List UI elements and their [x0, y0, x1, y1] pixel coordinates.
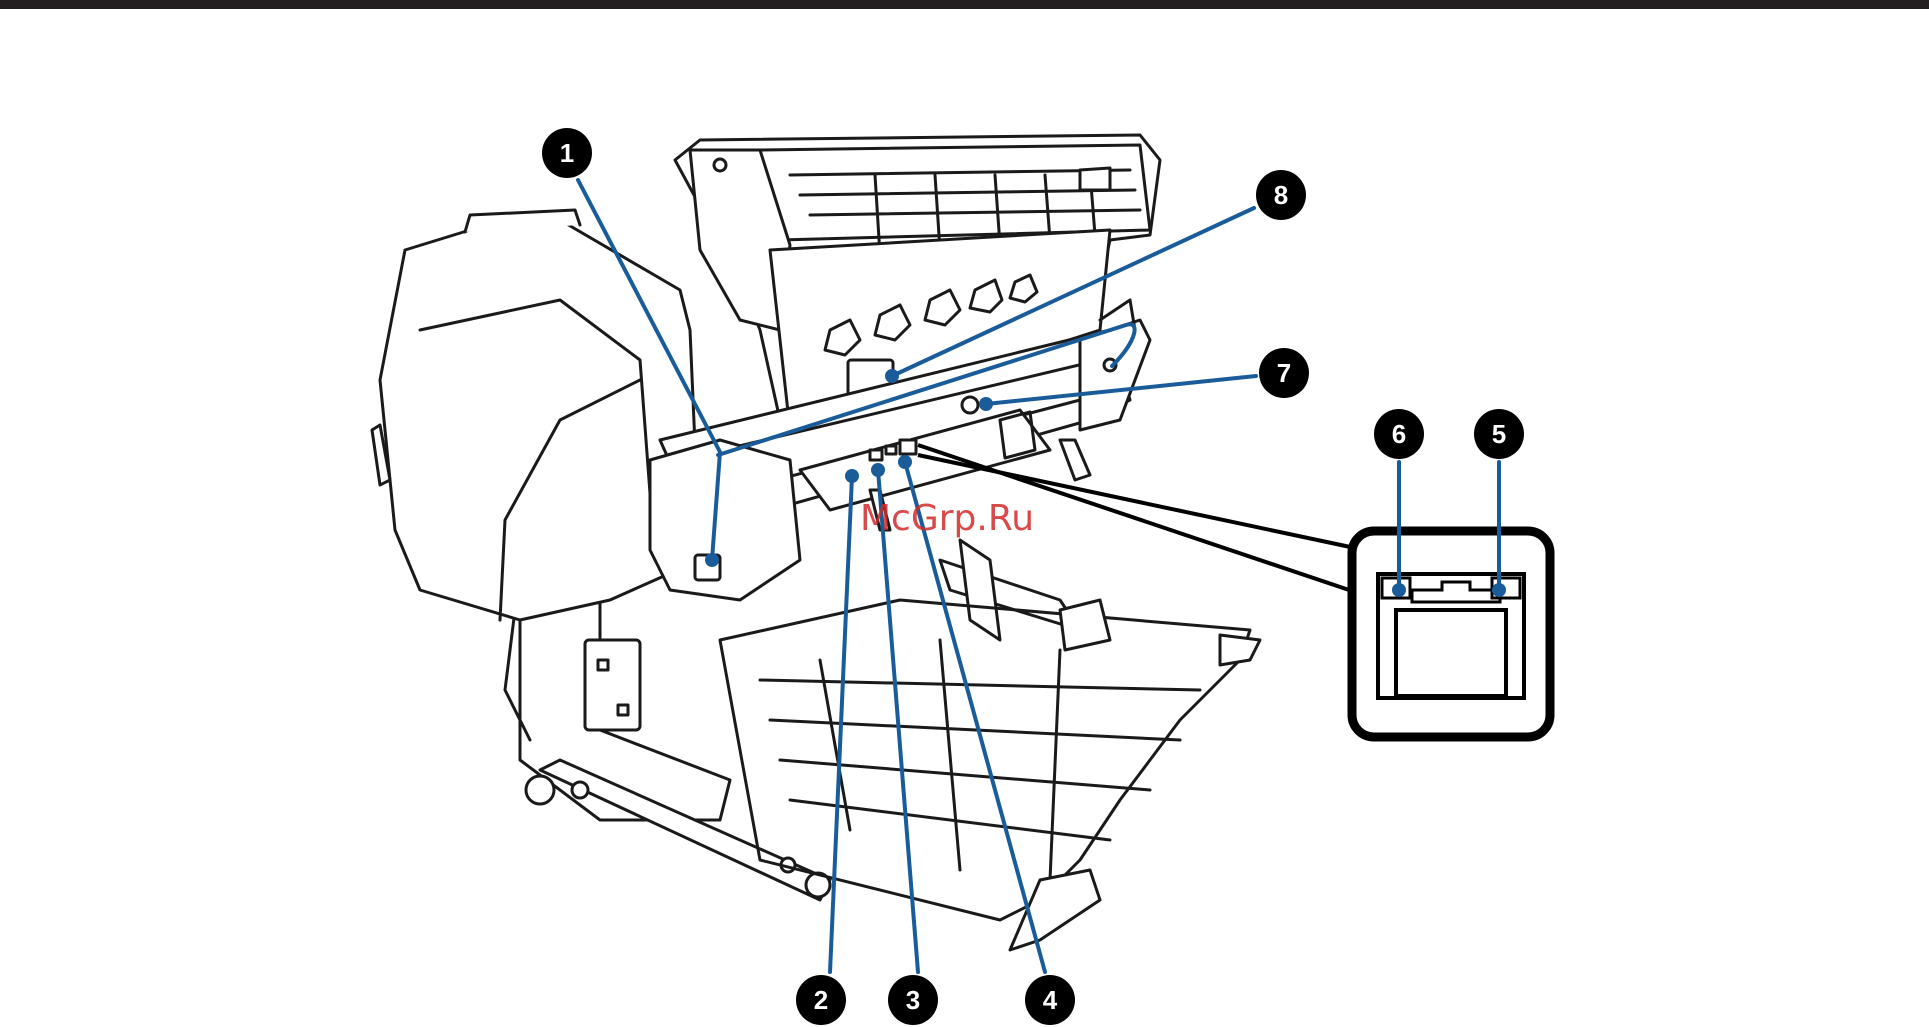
- watermark: McGrp.Ru: [860, 498, 1034, 539]
- callout-badge-7: 7: [1259, 348, 1309, 398]
- leader-line-3: [878, 470, 918, 972]
- callout-number-6: 6: [1392, 419, 1406, 449]
- callout-badge-8: 8: [1256, 170, 1306, 220]
- port-lan: [900, 440, 916, 454]
- leader-endpoint-4: [898, 455, 912, 469]
- callout-badge-6: 6: [1374, 409, 1424, 459]
- leader-endpoint-3: [871, 463, 885, 477]
- network-port-inset: [1352, 531, 1550, 737]
- callout-badge-2: 2: [796, 975, 846, 1025]
- callout-number-5: 5: [1492, 419, 1506, 449]
- callout-number-1: 1: [560, 138, 574, 168]
- leader-endpoint-1: [705, 553, 719, 567]
- left-ink-cover: [650, 440, 800, 600]
- callout-number-4: 4: [1043, 985, 1058, 1015]
- callout-badge-1: 1: [542, 128, 592, 178]
- ac-inlet: [962, 397, 978, 413]
- leader-endpoint-6: [1392, 583, 1406, 597]
- printer-illustration: [372, 135, 1260, 950]
- leader-endpoint-5: [1492, 583, 1506, 597]
- leader-endpoint-2: [845, 469, 859, 483]
- callout-badge-5: 5: [1474, 409, 1524, 459]
- callout-number-2: 2: [814, 985, 828, 1015]
- callout-number-3: 3: [906, 985, 920, 1015]
- port-usb: [870, 450, 882, 460]
- callout-number-8: 8: [1274, 180, 1288, 210]
- callout-badge-3: 3: [888, 975, 938, 1025]
- callout-badge-4: 4: [1025, 975, 1075, 1025]
- leader-endpoint-8: [885, 369, 899, 383]
- printer-left-body: [372, 210, 700, 620]
- rj45-socket: [1396, 610, 1506, 696]
- callout-number-7: 7: [1277, 358, 1291, 388]
- leader-endpoint-7: [979, 397, 993, 411]
